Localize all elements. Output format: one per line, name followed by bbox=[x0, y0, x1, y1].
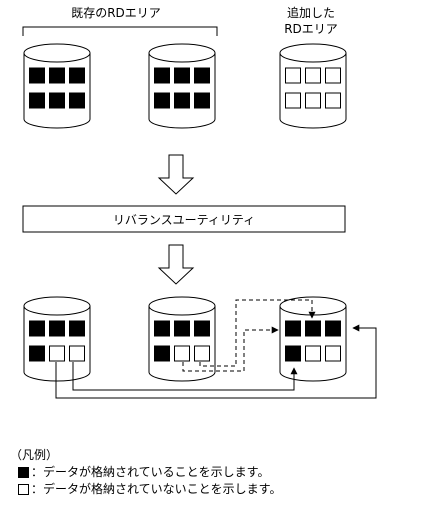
cylinder-body bbox=[279, 306, 347, 382]
filled-data-cell bbox=[285, 320, 301, 337]
filled-data-cell bbox=[49, 92, 65, 109]
filled-data-cell bbox=[49, 67, 65, 84]
filled-data-cell bbox=[305, 320, 321, 337]
cylinder-top bbox=[279, 296, 347, 316]
cylinder-body bbox=[148, 53, 216, 129]
legend-row-filled: ：データが格納されていることを示します。 bbox=[10, 464, 281, 481]
filled-data-cell bbox=[154, 92, 170, 109]
filled-data-cell bbox=[29, 67, 45, 84]
filled-data-cell bbox=[194, 67, 210, 84]
filled-data-cell bbox=[69, 92, 85, 109]
existing-areas-bracket bbox=[22, 26, 218, 36]
empty-cell-swatch bbox=[18, 484, 29, 495]
empty-data-cell bbox=[305, 67, 321, 84]
filled-data-cell bbox=[69, 320, 85, 337]
filled-data-cell bbox=[29, 345, 45, 362]
empty-data-cell bbox=[194, 345, 210, 362]
added-area-label-line2: RDエリア bbox=[284, 22, 338, 36]
rebalance-utility-label: リバランスユーティリティ bbox=[113, 213, 255, 227]
empty-data-cell bbox=[325, 92, 341, 109]
data-move-arrow-dashed bbox=[182, 326, 279, 372]
filled-data-cell bbox=[174, 320, 190, 337]
existing-rd-area-1 bbox=[23, 43, 91, 129]
data-move-arrow bbox=[55, 324, 377, 399]
legend-empty-text: ：データが格納されていないことを示します。 bbox=[31, 482, 282, 496]
empty-data-cell bbox=[325, 345, 341, 362]
cylinder-body bbox=[23, 53, 91, 129]
filled-data-cell bbox=[325, 320, 341, 337]
legend: （凡例） ：データが格納されていることを示します。 ：データが格納されていないこ… bbox=[10, 447, 281, 498]
legend-heading: （凡例） bbox=[10, 448, 59, 462]
filled-data-cell bbox=[194, 320, 210, 337]
filled-data-cell bbox=[285, 345, 301, 362]
data-move-arrow-dashed bbox=[199, 299, 316, 367]
filled-data-cell bbox=[49, 320, 65, 337]
empty-data-cell bbox=[325, 67, 341, 84]
cylinder-top bbox=[279, 43, 347, 63]
cylinder-body bbox=[23, 306, 91, 382]
existing-rd-area-2-after bbox=[148, 296, 216, 382]
legend-row-empty: ：データが格納されていないことを示します。 bbox=[10, 481, 281, 498]
empty-data-cell bbox=[305, 345, 321, 362]
existing-rd-area-2 bbox=[148, 43, 216, 129]
empty-data-cell bbox=[49, 345, 65, 362]
rebalance-utility-box bbox=[22, 205, 346, 233]
cylinder-top bbox=[23, 296, 91, 316]
cylinder-body bbox=[148, 306, 216, 382]
empty-data-cell bbox=[174, 345, 190, 362]
filled-data-cell bbox=[174, 92, 190, 109]
added-rd-area-after bbox=[279, 296, 347, 382]
filled-data-cell bbox=[29, 92, 45, 109]
cylinder-top bbox=[148, 296, 216, 316]
filled-data-cell bbox=[154, 67, 170, 84]
empty-data-cell bbox=[69, 345, 85, 362]
added-area-label-line1: 追加した bbox=[287, 5, 335, 20]
empty-data-cell bbox=[305, 92, 321, 109]
cylinder-top bbox=[23, 43, 91, 63]
filled-data-cell bbox=[154, 320, 170, 337]
data-move-arrow bbox=[72, 362, 298, 391]
filled-data-cell bbox=[194, 92, 210, 109]
down-arrow-icon bbox=[157, 244, 195, 285]
filled-data-cell bbox=[174, 67, 190, 84]
cylinder-top bbox=[148, 43, 216, 63]
empty-data-cell bbox=[285, 67, 301, 84]
added-rd-area bbox=[279, 43, 347, 129]
legend-filled-text: ：データが格納されていることを示します。 bbox=[31, 465, 270, 479]
filled-data-cell bbox=[29, 320, 45, 337]
down-arrow-icon bbox=[157, 154, 195, 195]
filled-data-cell bbox=[154, 345, 170, 362]
filled-cell-swatch bbox=[18, 467, 29, 478]
empty-data-cell bbox=[285, 92, 301, 109]
filled-data-cell bbox=[69, 67, 85, 84]
existing-areas-label: 既存のRDエリア bbox=[71, 6, 161, 20]
existing-rd-area-1-after bbox=[23, 296, 91, 382]
cylinder-body bbox=[279, 53, 347, 129]
